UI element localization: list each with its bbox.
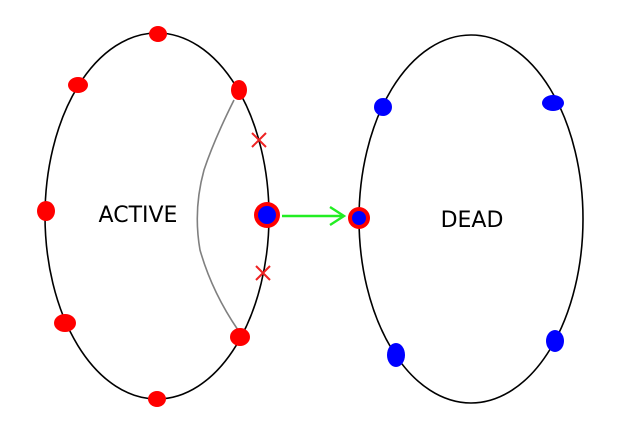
dead-label: DEAD <box>441 208 504 233</box>
broken-link-mark-upper <box>251 132 267 148</box>
broken-link-mark-lower <box>255 265 271 281</box>
active-node-lower-left <box>54 314 76 332</box>
dead-node-lower-left <box>387 343 405 367</box>
active-node-bottom <box>148 391 166 407</box>
active-ring: ACTIVE <box>37 26 280 407</box>
active-node-top <box>149 26 167 42</box>
transfer-arrow <box>282 205 347 227</box>
dead-ring: DEAD <box>348 34 584 404</box>
transferring-node <box>254 202 280 228</box>
active-node-left <box>37 201 55 221</box>
active-node-upper-right <box>231 80 247 100</box>
arrived-node <box>348 207 370 229</box>
dead-node-upper-left <box>374 98 392 116</box>
active-label: ACTIVE <box>99 203 178 228</box>
bypass-link <box>196 99 239 331</box>
dead-node-upper-right <box>542 95 564 111</box>
active-node-upper-left <box>68 77 88 93</box>
dead-node-lower-right <box>546 330 564 352</box>
active-node-lower-right <box>230 328 250 346</box>
